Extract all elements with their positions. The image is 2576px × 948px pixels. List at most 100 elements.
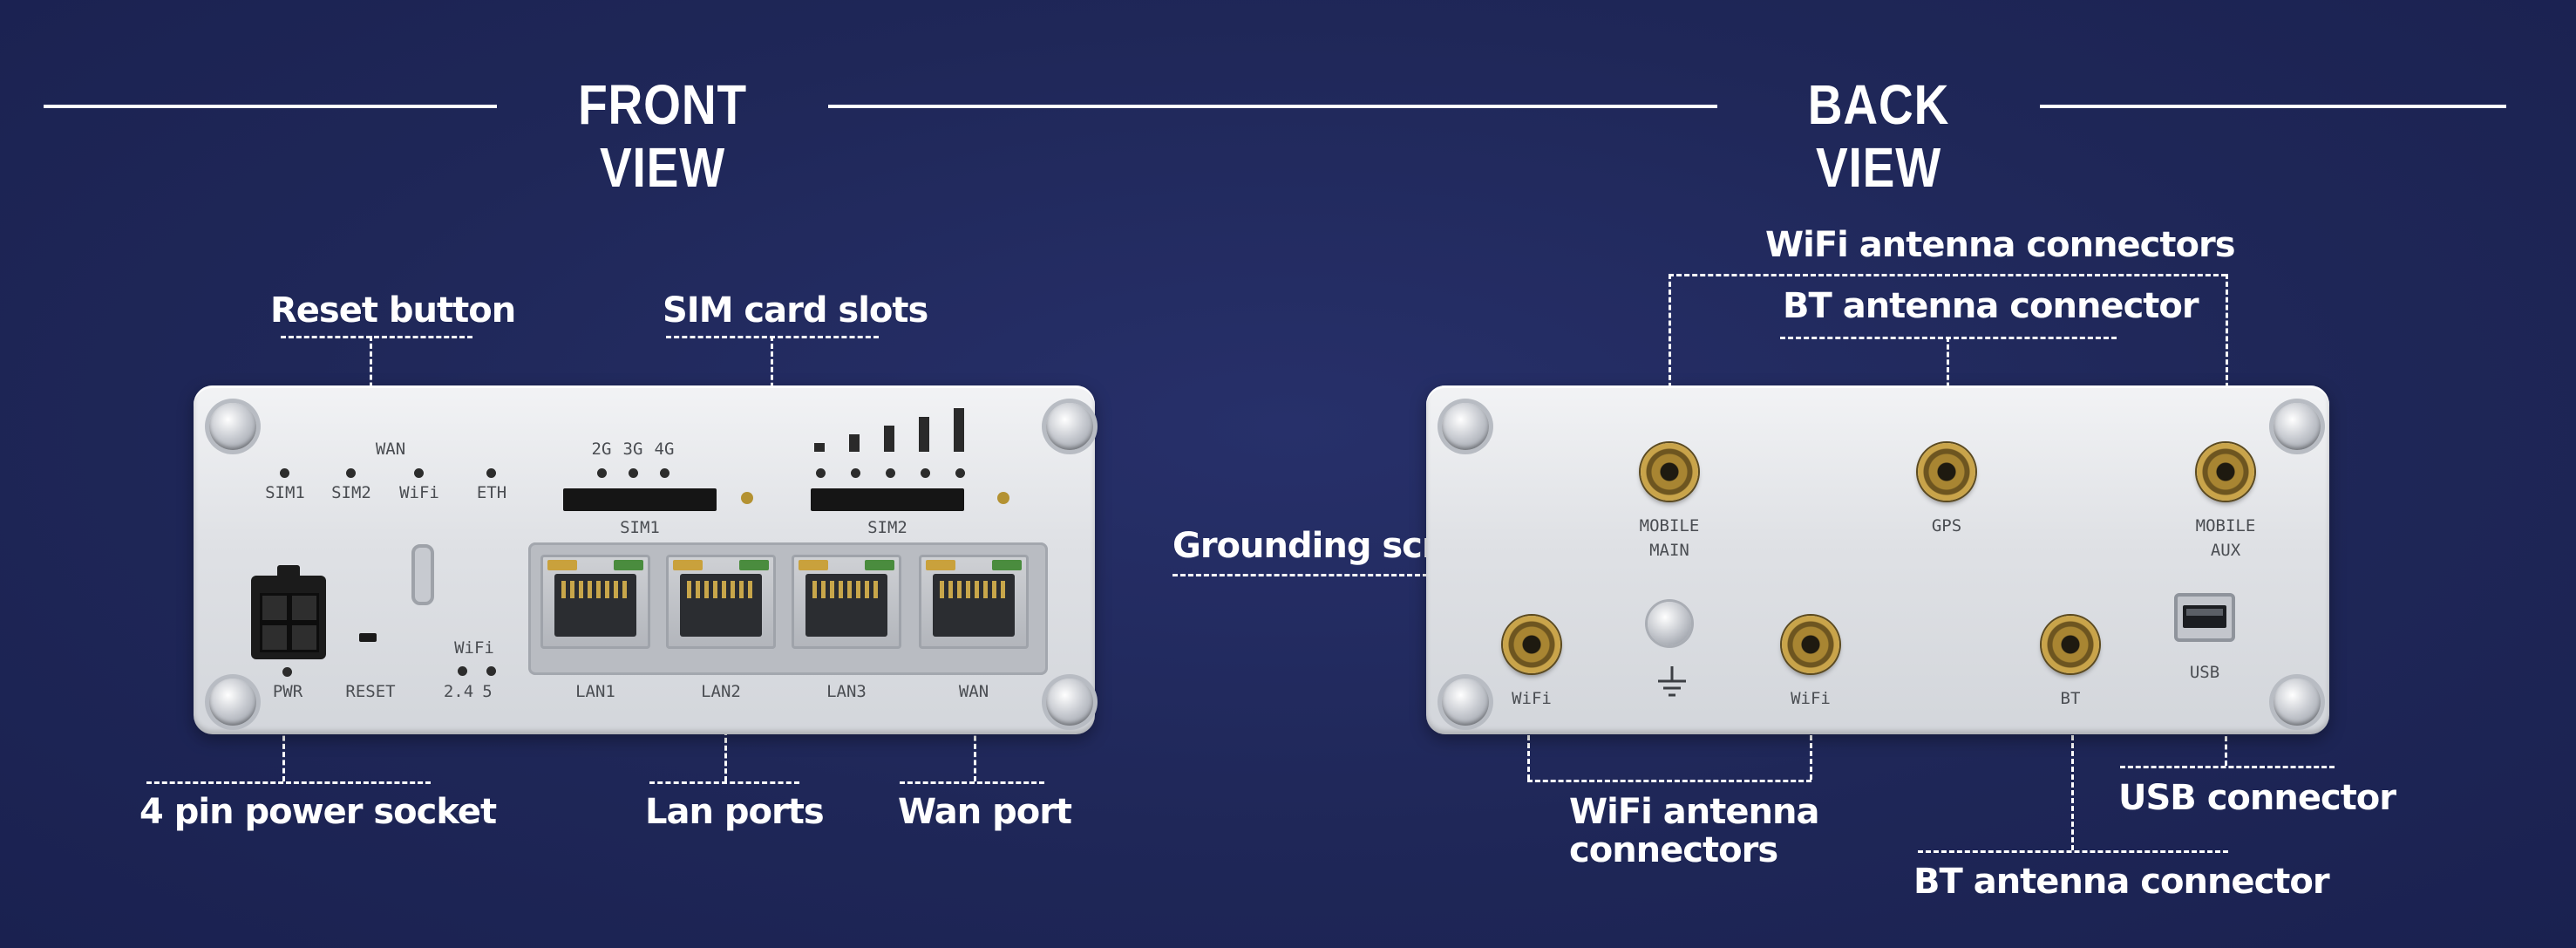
power-socket-callout: 4 pin power socket xyxy=(139,792,497,832)
reset-button[interactable] xyxy=(359,633,377,642)
bt-antenna-bottom-leader xyxy=(2071,680,2074,850)
eth-led-label: ETH xyxy=(476,483,507,502)
router-front-panel: WAN SIM1 SIM2 WiFi ETH 2G 3G 4G SIM1 SIM… xyxy=(194,385,1095,734)
wifi-antenna-bottom-callout-line1: WiFi antenna xyxy=(1569,792,1819,832)
wifi-band-label: WiFi xyxy=(454,638,494,658)
wifi-left-label: WiFi xyxy=(1512,689,1552,708)
screw-icon xyxy=(1046,403,1093,450)
signal-led xyxy=(851,468,860,478)
sim1-led xyxy=(280,468,289,478)
mobile-aux-label-1: MOBILE xyxy=(2195,516,2256,535)
band-24-label: 2.4 xyxy=(443,682,474,701)
grounding-screw-underline xyxy=(1172,574,1678,576)
signal-led xyxy=(816,468,826,478)
power-socket-underline xyxy=(146,781,431,784)
mobile-aux-label-2: AUX xyxy=(2210,541,2241,560)
mobile-aux-antenna-connector[interactable] xyxy=(2197,443,2254,501)
usb-connector-underline xyxy=(2120,766,2335,768)
wifi-antenna-bottom-bracket xyxy=(1527,780,1811,782)
lan2-port[interactable] xyxy=(666,555,776,649)
sim-eject-screw xyxy=(741,492,753,504)
wan-led-label: WAN xyxy=(375,440,406,459)
screw-icon xyxy=(1442,403,1489,450)
mobile-main-antenna-connector[interactable] xyxy=(1641,443,1698,501)
wifi-antenna-bottom-callout-line2: connectors xyxy=(1569,830,1778,870)
wifi-led-label: WiFi xyxy=(399,483,439,502)
wifi-right-label: WiFi xyxy=(1791,689,1831,708)
sim-eject-screw xyxy=(997,492,1009,504)
signal-bar xyxy=(884,426,894,452)
sim2-slot[interactable] xyxy=(811,488,964,511)
front-heading-rule-left xyxy=(44,105,497,108)
bt-antenna-bottom-underline xyxy=(1918,850,2228,853)
wifi-5-led xyxy=(486,666,496,676)
grounding-screw[interactable] xyxy=(1648,602,1691,645)
sim1-slot-label: SIM1 xyxy=(620,518,660,537)
usb-connector-callout: USB connector xyxy=(2118,778,2396,818)
screw-icon xyxy=(2274,679,2321,726)
mobile-main-label-2: MAIN xyxy=(1649,541,1689,560)
reset-button-callout: Reset button xyxy=(270,290,516,331)
wan-label: WAN xyxy=(958,682,989,701)
pwr-led xyxy=(282,667,292,677)
wan-port[interactable] xyxy=(919,555,1029,649)
lan3-port[interactable] xyxy=(792,555,901,649)
2g-label: 2G xyxy=(591,440,612,459)
signal-bar xyxy=(849,434,860,452)
lan-ports-callout: Lan ports xyxy=(645,792,825,832)
reset-button-underline xyxy=(281,336,472,338)
gps-antenna-connector[interactable] xyxy=(1918,443,1975,501)
signal-bar xyxy=(814,443,825,452)
lan2-label: LAN2 xyxy=(701,682,741,701)
signal-led xyxy=(921,468,930,478)
sim1-slot[interactable] xyxy=(563,488,717,511)
2g-led xyxy=(597,468,607,478)
lan1-label: LAN1 xyxy=(575,682,615,701)
screw-icon xyxy=(2274,403,2321,450)
mobile-main-label-1: MOBILE xyxy=(1639,516,1700,535)
bt-antenna-top-callout: BT antenna connector xyxy=(1783,286,2199,326)
lan-ports-underline xyxy=(649,781,799,784)
wifi-antenna-connector-right[interactable] xyxy=(1782,616,1839,673)
wan-port-callout: Wan port xyxy=(898,792,1072,832)
back-heading-rule-right xyxy=(2040,105,2506,108)
4g-label: 4G xyxy=(654,440,675,459)
3g-led xyxy=(629,468,638,478)
signal-bar xyxy=(919,417,929,452)
sim1-led-label: SIM1 xyxy=(265,483,305,502)
wan-port-underline xyxy=(900,781,1044,784)
4g-led xyxy=(660,468,669,478)
gps-label: GPS xyxy=(1931,516,1962,535)
eth-led xyxy=(486,468,496,478)
wifi-antenna-connector-left[interactable] xyxy=(1503,616,1560,673)
wifi-antenna-top-bracket xyxy=(1669,274,2226,276)
wifi-led xyxy=(414,468,424,478)
lan1-port[interactable] xyxy=(540,555,650,649)
heading-rule-middle xyxy=(828,105,1717,108)
signal-led xyxy=(886,468,895,478)
pwr-label: PWR xyxy=(272,682,303,701)
cable-loop xyxy=(411,544,434,605)
usb-port[interactable] xyxy=(2174,593,2235,642)
sim2-led-label: SIM2 xyxy=(331,483,371,502)
wifi-antenna-top-callout: WiFi antenna connectors xyxy=(1765,225,2236,265)
sim2-led xyxy=(346,468,356,478)
back-view-heading: BACK VIEW xyxy=(1807,73,1950,199)
signal-bar xyxy=(954,408,964,452)
router-back-panel: MOBILE MAIN GPS MOBILE AUX WiFi WiFi BT … xyxy=(1426,385,2329,734)
wifi-antenna-top-leader-left xyxy=(1669,274,1671,466)
usb-label: USB xyxy=(2189,663,2220,682)
power-socket[interactable] xyxy=(251,565,326,659)
bt-label: BT xyxy=(2060,689,2081,708)
3g-label: 3G xyxy=(622,440,643,459)
bt-antenna-connector[interactable] xyxy=(2042,616,2099,673)
screw-icon xyxy=(1046,679,1093,726)
lan3-label: LAN3 xyxy=(826,682,867,701)
band-5-label: 5 xyxy=(482,682,493,701)
wifi-antenna-top-leader-right xyxy=(2226,274,2228,466)
sim-card-slots-callout: SIM card slots xyxy=(663,290,928,331)
reset-label: RESET xyxy=(345,682,396,701)
sim2-slot-label: SIM2 xyxy=(867,518,907,537)
screw-icon xyxy=(209,679,256,726)
signal-led xyxy=(955,468,965,478)
